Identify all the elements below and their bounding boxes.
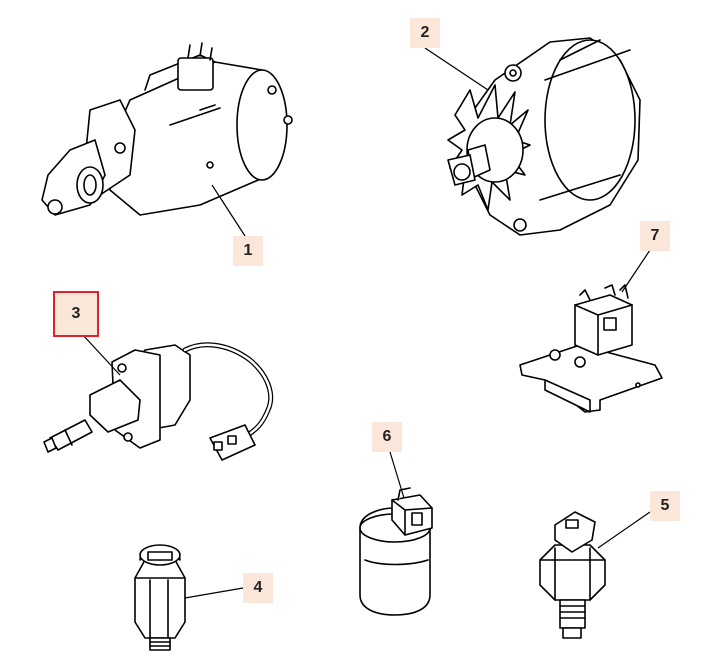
callout-3[interactable]: 3 (53, 291, 99, 337)
callout-6[interactable]: 6 (372, 422, 402, 452)
leader-line-7 (621, 249, 651, 293)
alternator-illustration (447, 37, 641, 236)
relay-module-illustration (359, 487, 433, 616)
stop-solenoid-illustration (43, 342, 274, 461)
bracket-relay-illustration (519, 284, 663, 413)
leader-line-6 (389, 451, 405, 499)
leader-line-5 (597, 511, 651, 549)
temperature-sender-illustration (539, 511, 606, 639)
leader-line-4 (184, 587, 244, 599)
callout-1[interactable]: 1 (233, 236, 263, 266)
callout-4[interactable]: 4 (243, 573, 273, 603)
leader-line-1 (211, 184, 246, 237)
leader-line-2 (424, 47, 489, 91)
oil-pressure-switch-illustration (134, 544, 186, 651)
callout-7[interactable]: 7 (640, 221, 670, 251)
starter-motor-illustration (41, 42, 293, 216)
leader-line-3 (81, 333, 121, 376)
callout-2[interactable]: 2 (410, 18, 440, 48)
callout-5[interactable]: 5 (650, 491, 680, 521)
